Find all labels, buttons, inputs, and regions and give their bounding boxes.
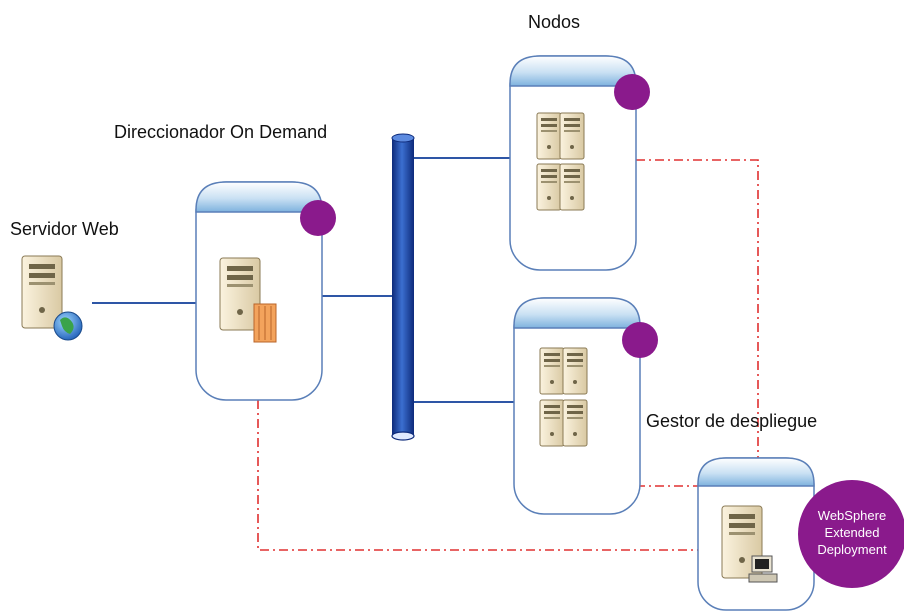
web-server-icon[interactable] [21,255,83,341]
websphere-badge-line-1: WebSphere [817,508,887,523]
deployment-manager-header [697,457,815,487]
node-box-1-header [509,55,637,87]
node-box-1[interactable] [509,55,650,271]
websphere-badge-text: WebSphere Extended Deployment [797,507,904,558]
deployment-manager-label: Gestor de despliegue [646,411,818,431]
mgmt-link-node1 [636,159,759,470]
websphere-badge-line-3: Deployment [817,542,887,557]
odr-badge [300,200,336,236]
node-box-2-header [513,297,641,329]
websphere-badge [798,480,904,588]
web-server-label: Servidor Web [10,219,119,239]
deployment-manager-server-icon [721,505,778,583]
odr-box[interactable] [195,181,336,401]
node-box-2[interactable] [513,297,658,515]
odr-box-header [195,181,323,213]
node-2-badge [622,322,658,358]
management-links [257,159,759,551]
websphere-badge-line-2: Extended [824,525,880,540]
odr-label: Direccionador On Demand [114,122,328,142]
deployment-manager-box[interactable] [697,457,815,611]
node-1-badge [614,74,650,110]
mgmt-link-odr [257,400,700,551]
nodes-label: Nodos [528,12,581,32]
network-bus [391,133,415,441]
odr-server-icon [219,257,277,343]
